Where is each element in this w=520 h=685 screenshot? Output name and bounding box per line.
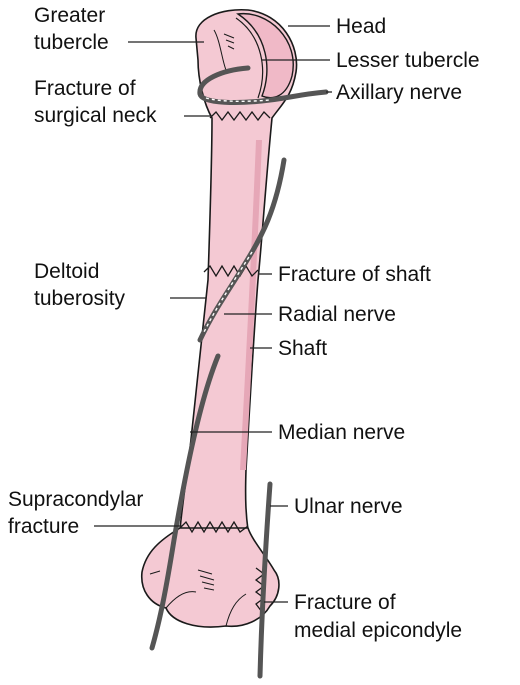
condyle-details xyxy=(149,569,247,627)
ulnar-nerve xyxy=(257,481,273,679)
label-supracondylar-fracture-line1: Supracondylar xyxy=(8,488,143,511)
label-ulnar-nerve: Ulnar nerve xyxy=(294,495,403,518)
humeral-head xyxy=(236,13,294,99)
label-head: Head xyxy=(336,15,386,38)
anatomical-neck-line xyxy=(235,17,264,99)
label-radial-nerve: Radial nerve xyxy=(278,303,396,326)
label-shaft: Shaft xyxy=(278,337,327,360)
surgical-neck-fracture xyxy=(209,110,271,122)
label-fracture-medial-epicondyle-line1: Fracture of xyxy=(294,591,396,614)
label-fracture-surgical-neck-line1: Fracture of xyxy=(34,77,136,100)
label-axillary-nerve: Axillary nerve xyxy=(336,81,462,104)
shaft-fracture xyxy=(203,264,259,278)
radial-nerve xyxy=(197,157,287,343)
axillary-nerve xyxy=(197,65,329,105)
label-lesser-tubercle: Lesser tubercle xyxy=(336,49,480,72)
tubercle-groove xyxy=(213,29,235,71)
leader-lines xyxy=(94,25,332,603)
label-fracture-surgical-neck-line2: surgical neck xyxy=(34,104,157,127)
label-greater-tubercle-line2: tubercle xyxy=(34,31,109,54)
nerves xyxy=(149,65,329,679)
label-fracture-of-shaft: Fracture of shaft xyxy=(278,263,431,286)
median-nerve xyxy=(149,353,221,651)
supracondylar-fracture-line xyxy=(179,520,249,534)
label-median-nerve: Median nerve xyxy=(278,421,405,444)
label-deltoid-tuberosity-line1: Deltoid xyxy=(34,260,99,283)
label-supracondylar-fracture-line2: fracture xyxy=(8,515,79,538)
shaft-shade xyxy=(240,140,262,470)
labels: Greater tubercle Head Lesser tubercle Ax… xyxy=(8,4,480,642)
label-greater-tubercle-line1: Greater xyxy=(34,4,105,27)
label-deltoid-tuberosity-line2: tuberosity xyxy=(34,287,126,310)
humerus-upper xyxy=(179,8,298,531)
humerus-bone xyxy=(141,8,298,628)
label-fracture-medial-epicondyle-line2: medial epicondyle xyxy=(294,619,462,642)
